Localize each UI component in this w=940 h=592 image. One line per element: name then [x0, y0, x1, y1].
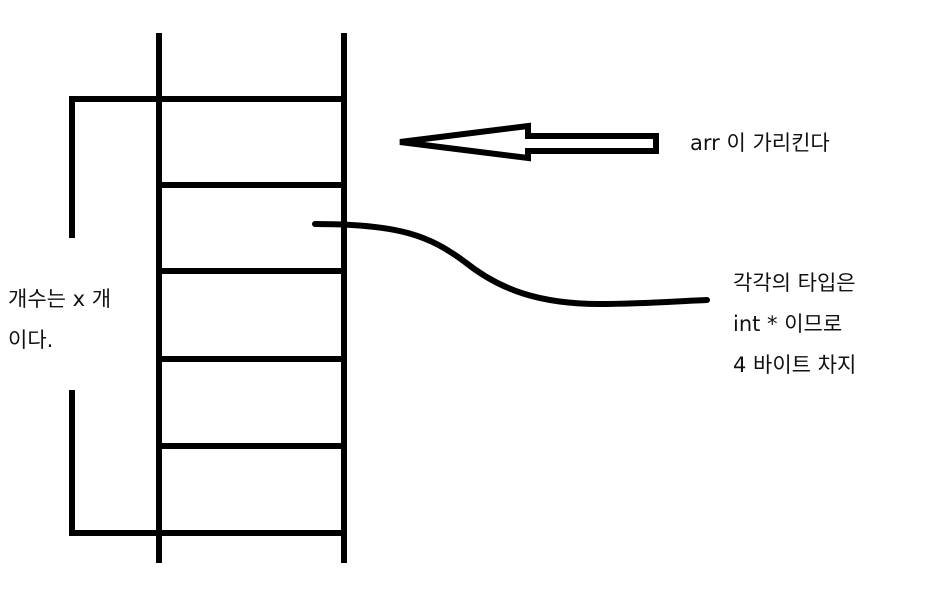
type-label-line1: 각각의 타입은: [733, 271, 856, 295]
type-connector-curve: [312, 221, 710, 308]
pointer-label: arr 이 가리킨다: [690, 131, 830, 155]
type-label-line3: 4 바이트 차지: [733, 353, 857, 377]
type-label: 각각의 타입은 int * 이므로 4 바이트 차지: [733, 273, 856, 396]
count-label-line2: 이다.: [8, 328, 54, 352]
count-label-line1: 개수는 x 개: [8, 287, 112, 311]
pointer-arrow: [399, 122, 659, 162]
count-label: 개수는 x 개 이다.: [8, 289, 111, 351]
type-label-line2: int * 이므로: [733, 312, 843, 336]
